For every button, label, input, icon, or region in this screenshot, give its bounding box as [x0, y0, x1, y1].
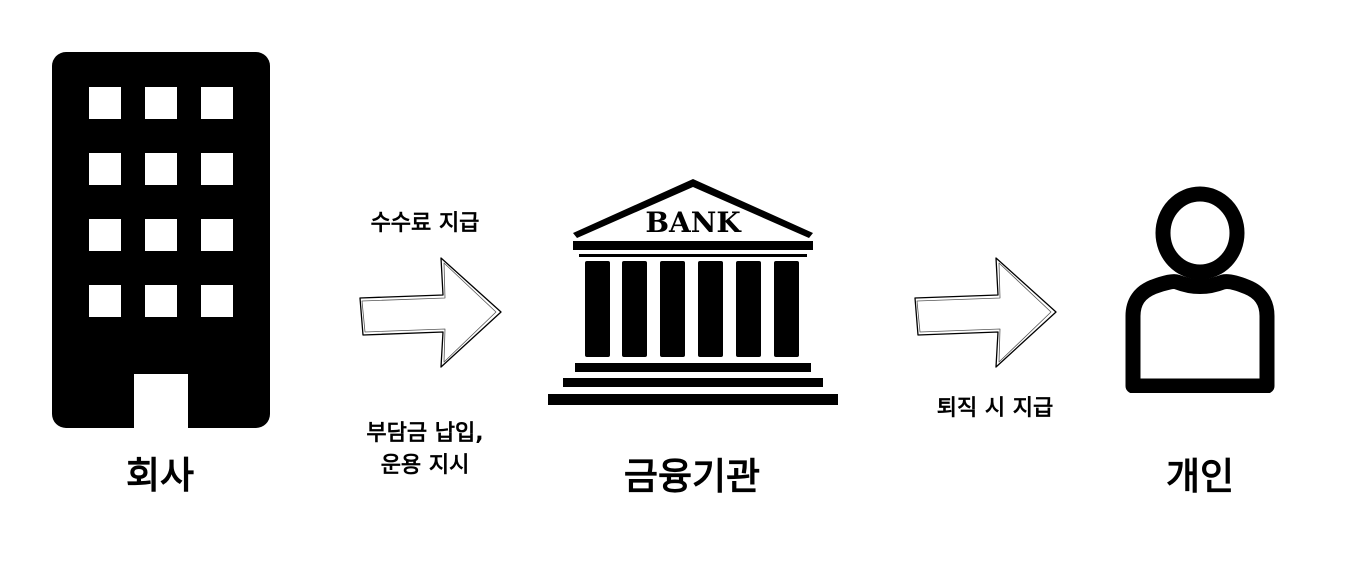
- arrow-right-icon: [914, 257, 1057, 368]
- bank-label: 금융기관: [623, 455, 761, 498]
- retirement-payment-label: 퇴직 시 지급: [936, 396, 1054, 421]
- arrow-right-icon: [359, 257, 502, 368]
- person-label: 개인: [1165, 455, 1235, 498]
- contribution-label: 부담금 납입, 운용 지시: [310, 418, 540, 482]
- contribution-label-line2: 운용 지시: [380, 452, 470, 478]
- office-building-icon: [52, 52, 270, 428]
- bank-sign-text: BANK: [645, 206, 742, 239]
- contribution-label-line1: 부담금 납입,: [366, 421, 484, 446]
- fee-payment-label: 수수료 지급: [370, 211, 480, 236]
- company-label: 회사: [125, 454, 195, 497]
- bank-icon: BANK: [548, 179, 838, 405]
- person-icon: [1125, 186, 1275, 393]
